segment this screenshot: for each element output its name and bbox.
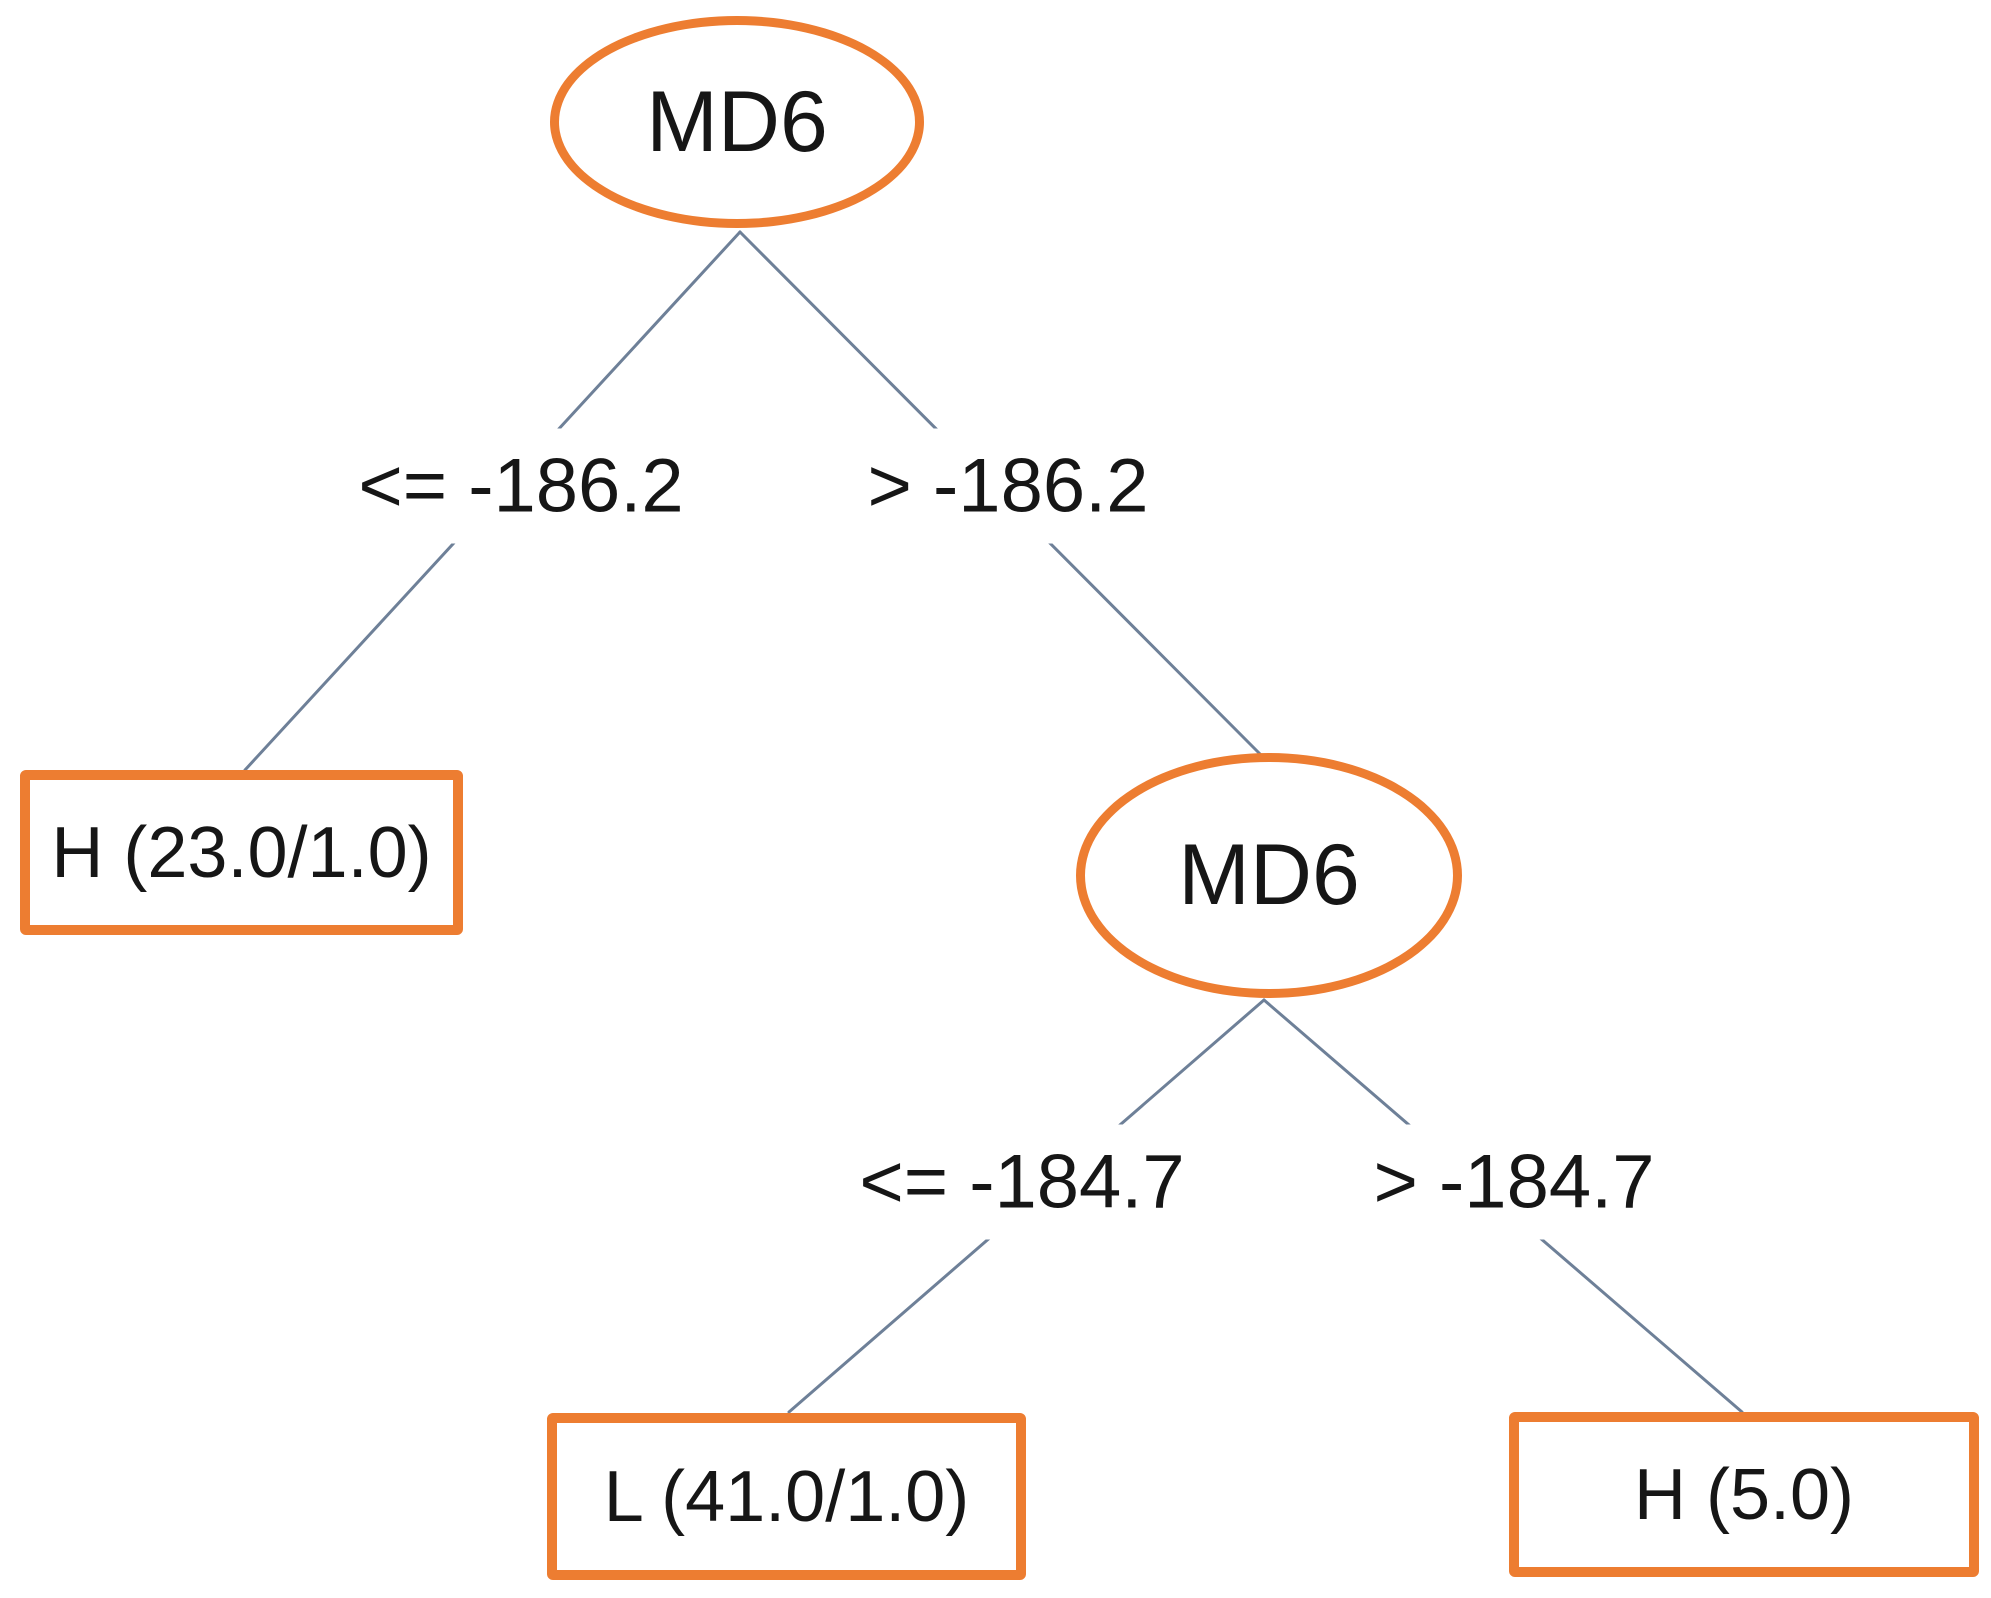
internal-node: MD6 [1076,753,1462,998]
edge-label-node2-left: <= -184.7 [843,1124,1201,1240]
root-node: MD6 [550,16,924,228]
leaf-node-h2-label: H (5.0) [1633,1454,1855,1535]
internal-node-label: MD6 [1178,827,1360,923]
leaf-node-l-label: L (41.0/1.0) [603,1456,970,1537]
leaf-node-h1: H (23.0/1.0) [20,770,463,935]
leaf-node-h2: H (5.0) [1509,1412,1979,1577]
leaf-node-h1-label: H (23.0/1.0) [51,812,432,893]
edge-label-node2-right: > -184.7 [1357,1124,1671,1240]
edge-label-root-left: <= -186.2 [342,428,700,544]
leaf-node-l: L (41.0/1.0) [547,1413,1026,1580]
edge-label-root-right: > -186.2 [851,428,1165,544]
root-node-label: MD6 [646,73,828,170]
